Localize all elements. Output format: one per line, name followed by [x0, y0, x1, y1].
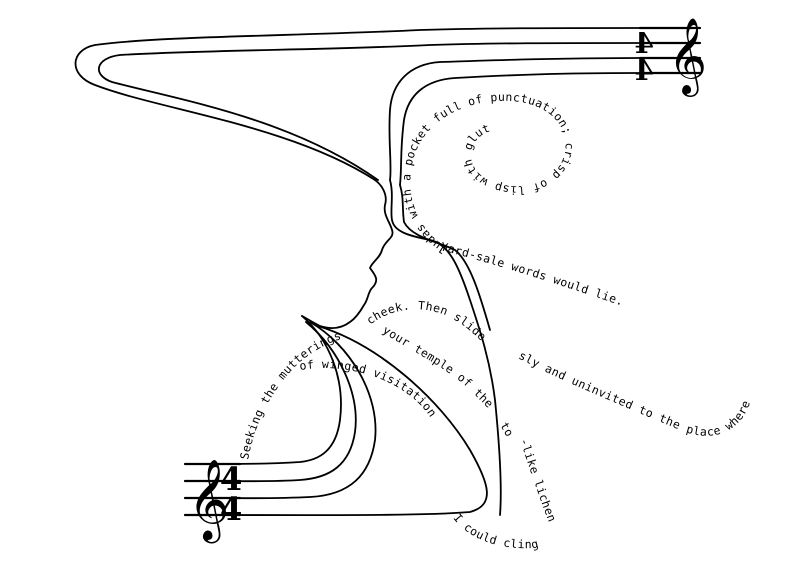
upper-hair-lines [74, 27, 641, 186]
bottom-time-signature-bottom: 4 [220, 490, 242, 528]
svg-text:4: 4 [635, 27, 654, 60]
verse-sly: sly and uninvited to the place where [517, 348, 754, 439]
top-staff: 4 4 𝄞 [635, 17, 708, 97]
verse-cheek: cheek. Then slide [364, 298, 490, 343]
verse-winged: of winged visitation [299, 357, 440, 420]
face-profile [301, 179, 502, 516]
verse-spiral: Judas with a pocket full of punctuation;… [0, 0, 577, 257]
top-treble-clef-icon: 𝄞 [668, 17, 707, 97]
verse-cling: I could cling [451, 511, 540, 552]
bottom-staff: 𝄞 4 4 [183, 458, 242, 543]
lower-hair-lines [189, 315, 488, 517]
svg-text:4: 4 [635, 54, 654, 87]
bottom-time-signature-top: 4 [220, 460, 242, 498]
top-time-signature: 4 4 [635, 27, 654, 87]
bottom-treble-clef-icon: 𝄞 [188, 458, 229, 543]
verse-lichen: -like lichen [517, 436, 559, 524]
verse-yard-sale: Yard-sale words would lie. [439, 239, 625, 308]
verse-to: to [497, 420, 516, 440]
